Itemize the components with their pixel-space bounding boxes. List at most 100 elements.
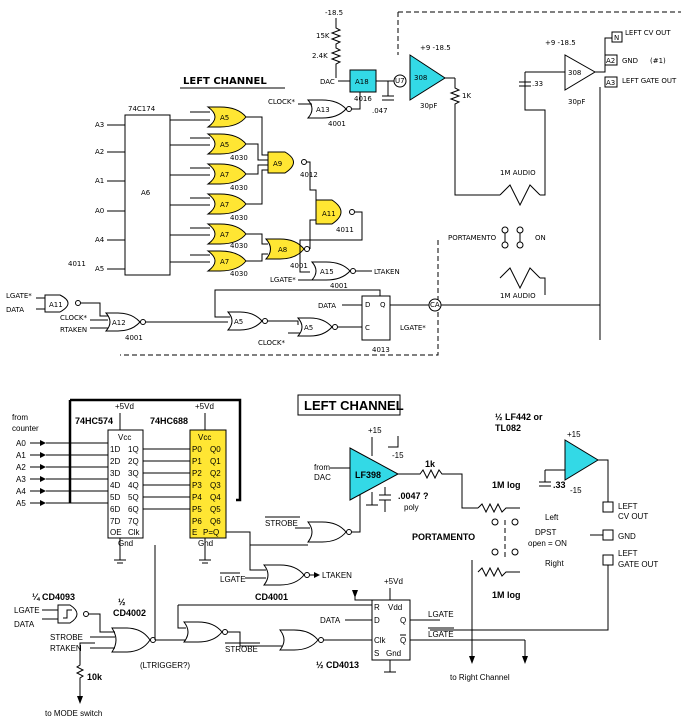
pin-a2: A2 (606, 57, 615, 65)
xor-gate (206, 223, 247, 245)
wire (246, 253, 268, 262)
bottom-title: LEFT CHANNEL (304, 398, 404, 413)
c30p-label: 30pF (420, 102, 437, 110)
cd4093-label: ¼ CD4093 (32, 592, 75, 602)
pot-1m-right (477, 566, 520, 578)
opamp-title-2: TL082 (495, 423, 521, 433)
to-right-channel: to Right Channel (450, 673, 510, 682)
wire (246, 116, 268, 156)
svg-text:Q4: Q4 (210, 493, 221, 502)
from-dac-label: from (314, 463, 330, 472)
r15k-label: 15K (316, 32, 330, 40)
pin-n-box (611, 31, 623, 43)
top-out-gnd: GND (622, 57, 638, 65)
xor-gate (206, 133, 247, 155)
nor-a8 (264, 238, 305, 260)
pot2-label: 1M log (492, 590, 521, 600)
ff-vdd-rail: +5Vd (384, 577, 403, 586)
nand-a11-part: 4011 (336, 226, 354, 234)
svg-text:6D: 6D (110, 505, 120, 514)
chip2-pins: P0 P1 P2 P3 P4 P5 P6 E Q0 Q1 Q2 Q3 Q4 Q5… (192, 445, 221, 537)
left-cv-out-jack[interactable] (602, 501, 614, 513)
wire (246, 233, 268, 245)
opamp2-label: 308 (568, 69, 581, 77)
ff-qn: Q (400, 636, 406, 645)
gnd-jack[interactable] (602, 529, 614, 541)
left-label: Left (545, 513, 559, 522)
nand-a11-label: A11 (322, 210, 336, 218)
audio1-label: 1M AUDIO (500, 169, 536, 177)
clock3-label: CLOCK* (258, 339, 286, 347)
ff-4013-top (361, 295, 391, 341)
svg-text:½: ½ (118, 597, 126, 607)
opamp-plus15: +15 (567, 430, 581, 439)
nor-a15 (310, 261, 351, 281)
opamp-minus15: -15 (570, 486, 582, 495)
a11-left-part: 4011 (68, 260, 86, 268)
pin-n: N (614, 34, 619, 42)
opamp-buffer (564, 439, 599, 481)
svg-text:+9 -18.5: +9 -18.5 (545, 39, 576, 47)
nand-a9-part: 4012 (300, 171, 318, 179)
cd4013-label: ½ CD4013 (316, 660, 359, 670)
latch-in-1: A2 (95, 148, 104, 156)
v185-label: -18.5 (325, 9, 343, 17)
resistor-10k (75, 662, 85, 690)
svg-text:counter: counter (12, 424, 39, 433)
left-gate-out-2: GATE OUT (618, 560, 658, 569)
xor-label-1: A5 (220, 141, 229, 149)
wire (246, 169, 268, 205)
bottom-in-2: A2 (16, 463, 26, 472)
svg-text:Q3: Q3 (210, 481, 221, 490)
xor-gate (206, 106, 247, 128)
lgate-out-2: LGATE (428, 630, 454, 639)
svg-text:7Q: 7Q (128, 517, 139, 526)
svg-text:P=Q: P=Q (203, 528, 219, 537)
to-mode-switch: to MODE switch (45, 709, 102, 718)
lgate-star-label: LGATE* (270, 276, 296, 284)
a11-left-label: A11 (49, 301, 63, 309)
svg-text:6Q: 6Q (128, 505, 139, 514)
gnd-out: GND (618, 532, 636, 541)
nor-a12 (104, 312, 141, 332)
nand-a11 (315, 199, 342, 225)
svg-text:E: E (192, 528, 197, 537)
svg-text:Clk: Clk (128, 528, 141, 537)
svg-text:5Q: 5Q (128, 493, 139, 502)
latch-in-4: A4 (95, 236, 105, 244)
latch-chip-label: 74C174 (128, 105, 156, 113)
portamento-bottom: PORTAMENTO (412, 532, 475, 542)
opamp-title-1: ½ LF442 or (495, 412, 543, 422)
nor-trigger-2 (278, 629, 319, 651)
ltaken-out: LTAKEN (322, 571, 352, 580)
cd4001-label: CD4001 (255, 592, 288, 602)
audio2-label: 1M AUDIO (500, 292, 536, 300)
left-cv-out-1: LEFT (618, 502, 638, 511)
a12-part: 4001 (125, 334, 143, 342)
ltrigger-label: (LTRIGGER?) (140, 661, 190, 670)
c047-label: .047 (372, 107, 388, 115)
dpst-label-2: open = ON (528, 539, 567, 548)
left-gate-out-1: LEFT (618, 549, 638, 558)
nor-trigger-1 (182, 621, 223, 643)
nor-a15-part: 4001 (330, 282, 348, 290)
from-dac: DAC (314, 473, 331, 482)
a5-label: A5 (234, 318, 243, 326)
chip-74hc688 (189, 429, 227, 539)
ff-clk: Clk (374, 636, 387, 645)
latch-in-5: A5 (95, 265, 104, 273)
ff-d: D (374, 616, 380, 625)
ca-label: CA (430, 301, 440, 309)
chip2-label: 74HC688 (150, 416, 188, 426)
svg-text:P4: P4 (192, 493, 202, 502)
ff-r: R (374, 603, 380, 612)
xor-part-label: 4030 (230, 184, 248, 192)
data-left-label: DATA (6, 306, 24, 314)
left-gate-out-jack[interactable] (602, 554, 614, 566)
xor-gate (206, 163, 247, 185)
feedback-bus (70, 398, 242, 502)
top-out-cv: LEFT CV OUT (625, 29, 671, 37)
latch-in-2: A1 (95, 177, 104, 185)
sample-hold-lf398 (349, 447, 400, 501)
